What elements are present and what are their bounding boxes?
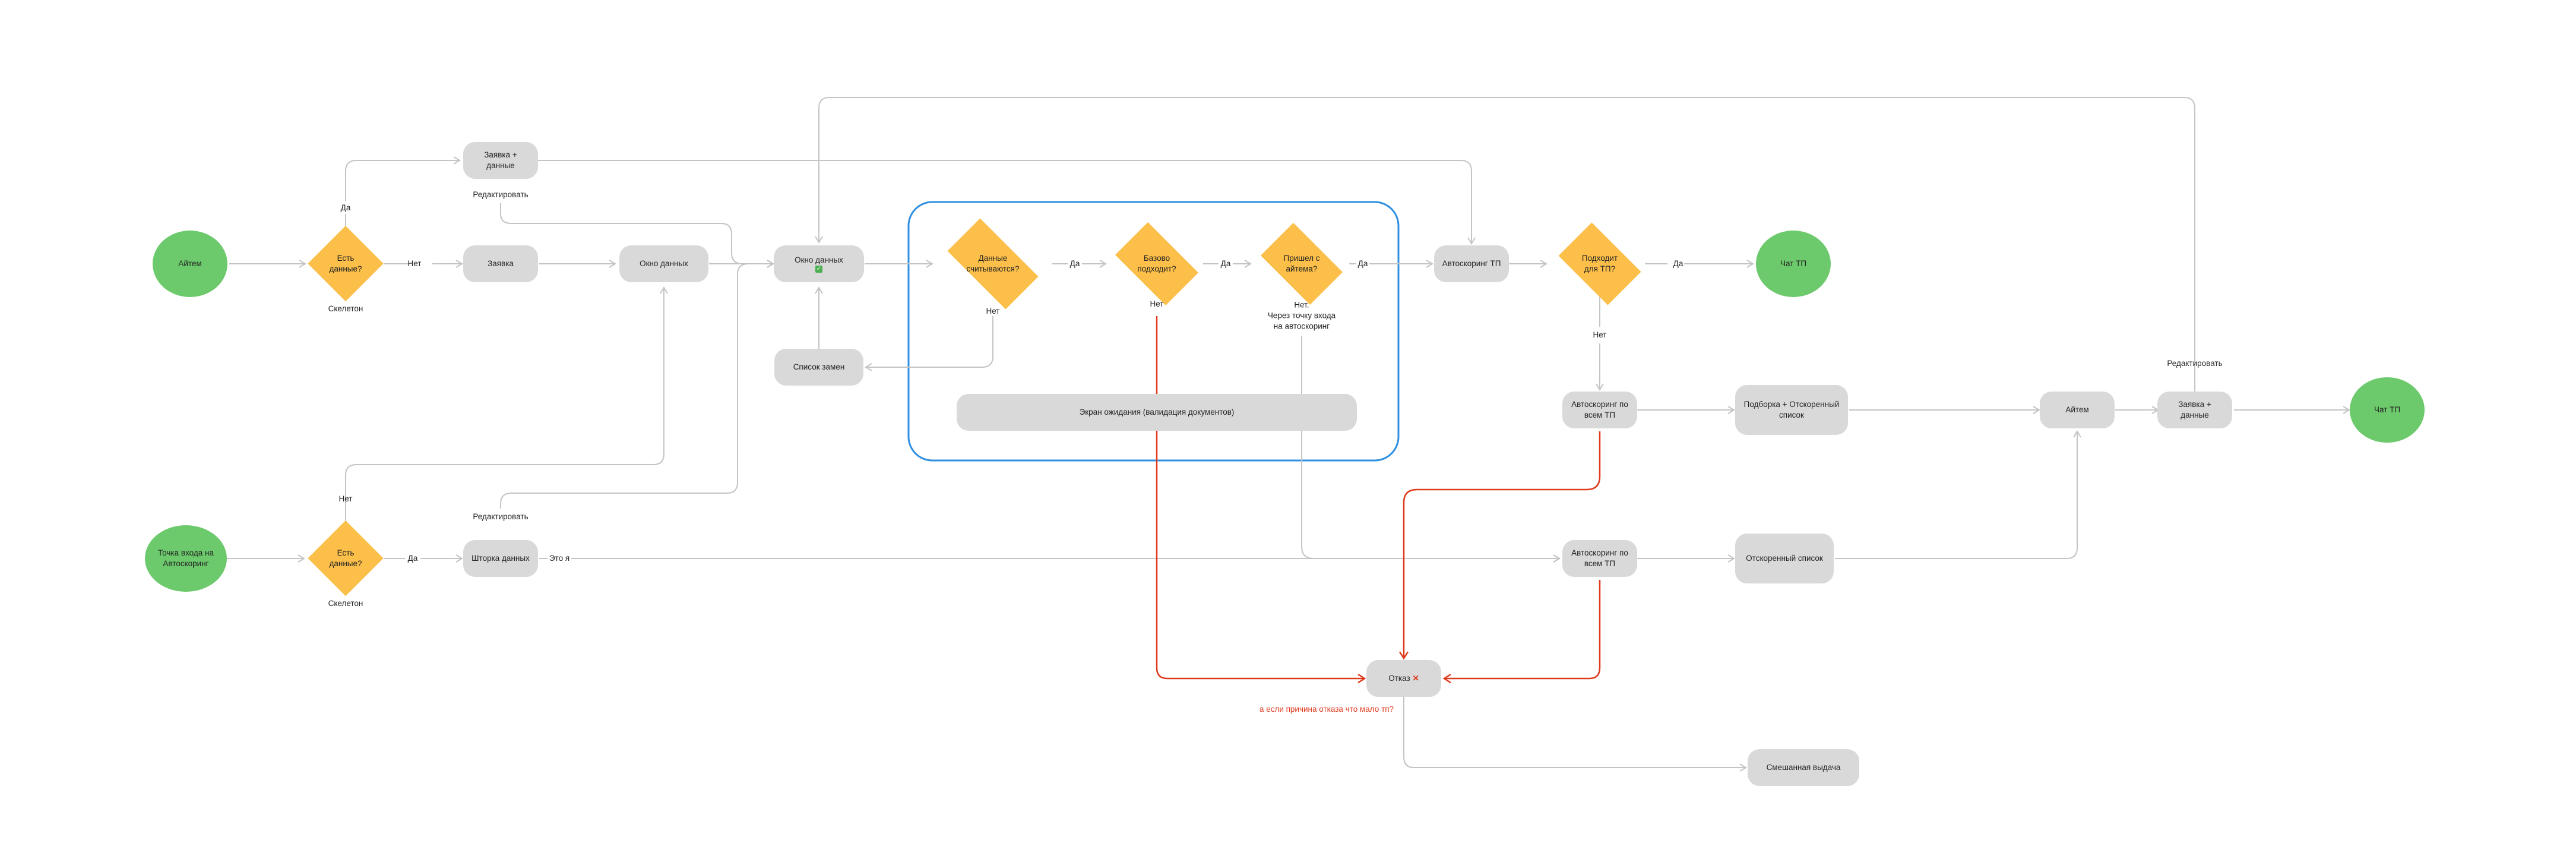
mixed-output-label: Смешанная выдача	[1766, 762, 1841, 772]
arrow-has-data-yes-to-request-data	[345, 160, 460, 226]
arrow-big-loop-top	[815, 97, 2195, 392]
yes-5-label: Да	[1673, 258, 1683, 268]
data-counted-label: Данные считываются?	[966, 253, 1020, 273]
selection-list-node[interactable]: Подборка + Отскоренный список	[1735, 385, 1848, 435]
yes-2-label: Да	[1069, 258, 1080, 268]
came-from-aitem-label: Пришел с айтема?	[1283, 253, 1320, 273]
fits-for-tp-decision[interactable]: Подходит для ТП?	[1550, 222, 1649, 305]
no-2-label: Нет	[986, 306, 1000, 315]
replacements-list-node[interactable]: Список замен	[774, 349, 863, 386]
no-6-label: Нет	[338, 494, 353, 503]
edit-top-label: Редактировать	[473, 190, 529, 199]
aitem-2-label: Айтем	[2065, 405, 2089, 414]
red-arrow-basic-no-to-refusal	[1156, 316, 1365, 679]
arrow-counted-no-to-replacements	[865, 316, 993, 371]
basic-fits-decision[interactable]: Базово подходит?	[1106, 222, 1207, 305]
request-label: Заявка	[488, 258, 514, 268]
data-window-2-label: Окно данных	[795, 255, 843, 264]
basic-fits-label: Базово подходит?	[1137, 253, 1176, 273]
white-check-mark-icon: ✓	[815, 266, 822, 273]
chat-tp-2-node[interactable]: Чат ТП	[2350, 377, 2425, 443]
refusal-label: Отказ	[1388, 673, 1410, 683]
chat-tp-1-label: Чат ТП	[1780, 258, 1807, 268]
data-counted-decision[interactable]: Данные считываются?	[935, 218, 1051, 310]
arrow-edit-bottom-to-data-window-2	[500, 260, 774, 509]
autoscoring-all-1-label: Автоскоринг по всем ТП	[1571, 399, 1628, 419]
no-5-label: Нет	[1593, 330, 1607, 339]
arrow-scored-to-aitem	[1835, 430, 2081, 559]
skeleton-1-label: Скелетон	[328, 304, 363, 313]
cross-mark-icon: ✕	[1412, 673, 1419, 683]
red-arrow-autoscoring-all-2-to-refusal	[1444, 580, 1601, 679]
replacements-list-label: Список замен	[793, 362, 845, 371]
data-window-1-node[interactable]: Окно данных	[619, 245, 708, 282]
skeleton-2-label: Скелетон	[328, 598, 363, 608]
data-window-2-node[interactable]: Окно данных ✓	[774, 245, 864, 282]
request-data-right-label: Заявка + данные	[2178, 399, 2211, 419]
waiting-screen-label: Экран ожидания (валидация документов)	[1079, 407, 1235, 416]
data-window-1-label: Окно данных	[640, 258, 688, 268]
autoscoring-all-1-node[interactable]: Автоскоринг по всем ТП	[1562, 392, 1637, 428]
autoscoring-all-2-node[interactable]: Автоскоринг по всем ТП	[1562, 540, 1637, 577]
arrow-edit-top-to-data-window	[500, 203, 774, 268]
edit-bottom-label: Редактировать	[473, 512, 529, 521]
data-curtain-label: Шторка данных	[471, 553, 530, 563]
autoscoring-tp-node[interactable]: Автоскоринг ТП	[1434, 245, 1509, 282]
red-arrow-autoscoring-all-to-refusal	[1404, 431, 1601, 658]
chat-tp-2-label: Чат ТП	[2374, 405, 2401, 414]
no-1-label: Нет	[407, 258, 422, 268]
entry-point-label: Точка входа на Автоскоринг	[158, 548, 214, 568]
edit-right-label: Редактировать	[2167, 358, 2223, 368]
refusal-node[interactable]: Отказ ✕	[1366, 660, 1441, 697]
arrow-request-data-to-autoscoring	[538, 160, 1476, 245]
scored-list-node[interactable]: Отскоренный список	[1735, 534, 1834, 583]
request-data-top-node[interactable]: Заявка + данные	[463, 142, 538, 179]
request-node[interactable]: Заявка	[463, 245, 538, 282]
has-data-decision-1[interactable]: Есть данные?	[308, 226, 384, 302]
yes-4-label: Да	[1357, 258, 1368, 268]
autoscoring-all-2-label: Автоскоринг по всем ТП	[1571, 548, 1628, 568]
arrow-came-no-to-autoscoring-all-2	[1301, 336, 1561, 563]
chat-tp-1-node[interactable]: Чат ТП	[1756, 231, 1831, 297]
yes-6-label: Да	[407, 553, 418, 563]
validation-group-frame	[907, 201, 1400, 462]
scored-list-label: Отскоренный список	[1746, 553, 1823, 563]
data-curtain-node[interactable]: Шторка данных	[463, 540, 538, 577]
waiting-screen-node[interactable]: Экран ожидания (валидация документов)	[957, 394, 1357, 431]
arrow-refusal-to-mixed	[1403, 696, 1747, 772]
aitem-2-node[interactable]: Айтем	[2040, 392, 2115, 428]
refusal-note-label: а если причина отказа что мало тп?	[1259, 704, 1394, 714]
selection-list-label: Подборка + Отскоренный список	[1743, 399, 1840, 419]
has-data-decision-2[interactable]: Есть данные?	[308, 520, 384, 597]
arrow-has-data-2-no-to-data-window-1	[345, 286, 668, 522]
request-data-top-label: Заявка + данные	[484, 150, 517, 170]
autoscoring-tp-label: Автоскоринг ТП	[1442, 258, 1501, 268]
has-data-2-label: Есть данные?	[329, 548, 362, 568]
yes-3-label: Да	[1220, 258, 1231, 268]
fits-for-tp-label: Подходит для ТП?	[1581, 253, 1618, 273]
start-aitem-label: Айтем	[178, 258, 202, 268]
no-4-label: Нет. Через точку входа на автоскоринг	[1267, 300, 1336, 332]
request-data-right-node[interactable]: Заявка + данные	[2157, 392, 2232, 428]
has-data-1-label: Есть данные?	[329, 253, 362, 273]
start-aitem-node[interactable]: Айтем	[153, 231, 227, 297]
entry-point-node[interactable]: Точка входа на Автоскоринг	[145, 525, 227, 592]
came-from-aitem-decision[interactable]: Пришел с айтема?	[1252, 223, 1351, 305]
no-3-label: Нет	[1150, 299, 1164, 308]
yes-1-label: Да	[340, 203, 351, 212]
mixed-output-node[interactable]: Смешанная выдача	[1748, 749, 1859, 786]
this-is-me-label: Это я	[549, 553, 570, 563]
